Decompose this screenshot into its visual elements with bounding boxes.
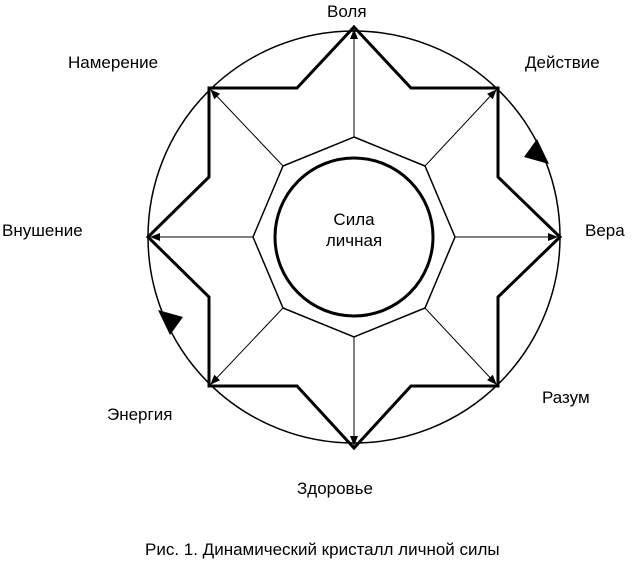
arrow-top-left [210, 89, 284, 167]
arrow-bottom-left [210, 307, 284, 385]
label-vera: Вера [585, 221, 625, 240]
label-vnushenie: Внушение [2, 221, 83, 240]
label-deystvie: Действие [525, 53, 600, 72]
label-razum: Разум [542, 388, 590, 407]
center-label-line2: личная [325, 231, 383, 250]
center-circle [273, 156, 435, 318]
arrow-bottom-right [424, 307, 497, 385]
rotation-arrowhead-left [158, 310, 183, 335]
center-label: Сила личная [276, 209, 432, 251]
label-zdorovie: Здоровье [297, 479, 373, 498]
label-volya: Воля [327, 2, 367, 21]
label-namerenie: Намерение [68, 53, 159, 72]
figure-caption: Рис. 1. Динамический кристалл личной сил… [145, 540, 500, 559]
eight-point-star [145, 24, 563, 451]
arrow-top-right [424, 89, 497, 167]
center-label-line1: Сила [333, 210, 375, 229]
label-energiya: Энергия [107, 405, 173, 424]
rotation-arrowhead-right [524, 139, 549, 164]
arrows-group [150, 29, 558, 446]
